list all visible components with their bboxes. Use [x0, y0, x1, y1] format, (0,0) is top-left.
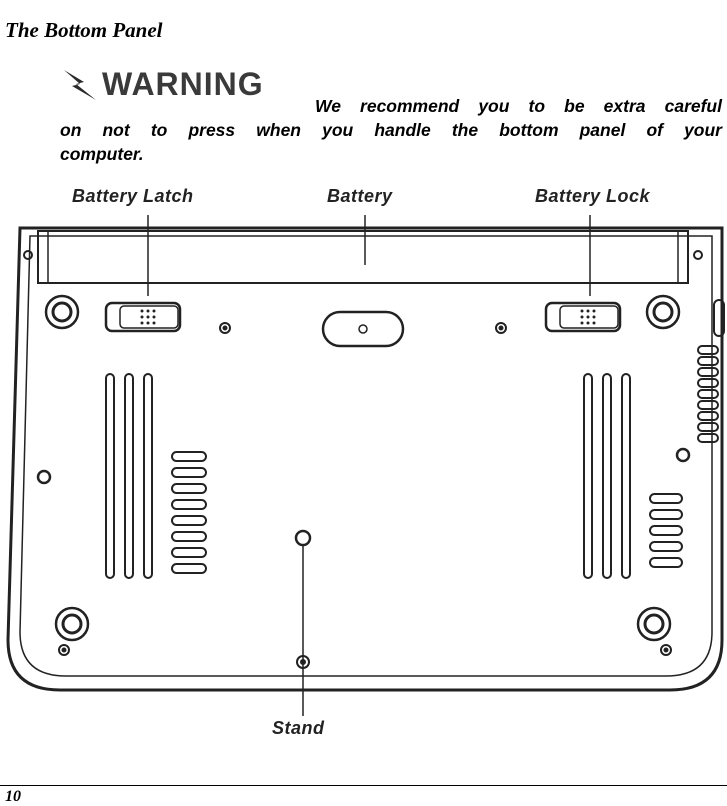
footer-rule: [0, 785, 727, 786]
label-battery-latch: Battery Latch: [72, 186, 194, 206]
section-heading: The Bottom Panel: [5, 18, 163, 42]
foot-top-right: [645, 294, 681, 330]
corner-screw-left: [58, 644, 70, 656]
battery-lock: [544, 301, 622, 333]
warning-line-1: We recommend you to be extra careful: [315, 96, 722, 116]
hole-right: [675, 447, 691, 463]
vent-slots-right: [583, 373, 631, 579]
corner-screw-right: [660, 644, 672, 656]
label-battery-lock: Battery Lock: [535, 186, 651, 206]
screw-right: [495, 322, 507, 334]
battery: [37, 230, 689, 284]
stand-screw: [296, 655, 310, 669]
warning-text: We recommend you to be extra careful on …: [60, 94, 722, 166]
stand-hole: [294, 529, 312, 547]
hole-left: [36, 469, 52, 485]
bottom-panel-diagram: [6, 215, 725, 716]
battery-screw-left: [23, 250, 33, 260]
screw-left: [219, 322, 231, 334]
warning-logo: WARNING: [62, 66, 282, 102]
vent-slots-left: [105, 373, 153, 579]
label-battery: Battery: [327, 186, 393, 206]
foot-bottom-right: [636, 606, 672, 642]
battery-screw-right: [693, 250, 703, 260]
laptop-body-inner: [19, 235, 713, 677]
center-release-button: [321, 310, 405, 348]
label-stand: Stand: [272, 718, 325, 738]
laptop-body-outline: [6, 226, 724, 692]
foot-bottom-left: [54, 606, 90, 642]
page-number: 10: [5, 788, 21, 805]
side-button-right: [713, 299, 725, 337]
battery-latch: [104, 301, 182, 333]
warning-line-3: computer.: [60, 144, 144, 164]
warning-logo-text: WARNING: [102, 66, 264, 102]
warning-line-2: on not to press when you handle the bott…: [60, 120, 722, 140]
side-vents-right: [697, 345, 719, 443]
foot-top-left: [44, 294, 80, 330]
speaker-grille-right: [649, 493, 683, 568]
speaker-grille-left: [171, 451, 207, 574]
